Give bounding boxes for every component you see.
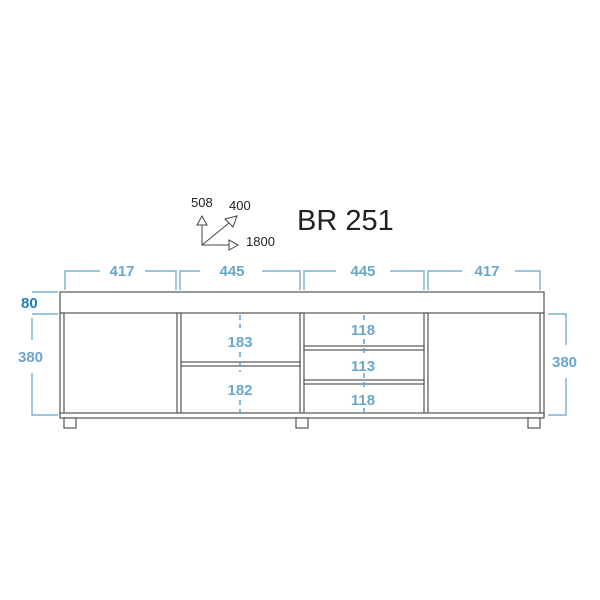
right-side-panel — [539, 312, 545, 418]
dim-right-upper: 118 — [351, 322, 375, 339]
slab-dimension-line — [32, 291, 58, 315]
divider-3 — [423, 312, 429, 414]
dim-top-3: 445 — [350, 263, 375, 280]
divider-2 — [299, 312, 305, 414]
leg-middle — [295, 417, 309, 429]
dim-top-4: 417 — [474, 263, 499, 280]
depth-arrow-icon — [224, 215, 238, 228]
width-arrow-icon — [228, 239, 240, 251]
model-title: BR 251 — [297, 205, 394, 237]
width-label: 1800 — [246, 234, 275, 249]
dim-left-lower: 182 — [227, 382, 252, 399]
leg-left — [63, 417, 77, 429]
bottom-panel — [59, 412, 545, 419]
axes-indicator: 508 400 1800 — [191, 195, 275, 251]
depth-label: 400 — [229, 198, 251, 213]
top-slab — [59, 291, 545, 314]
dim-top-2: 445 — [219, 263, 244, 280]
left-side-panel — [59, 312, 65, 418]
left-height-dimension-line — [31, 318, 58, 416]
depth-axis-line — [201, 222, 230, 246]
dim-left-height: 380 — [18, 349, 43, 366]
dim-right-lower: 118 — [351, 392, 375, 409]
dim-left-upper: 183 — [227, 334, 252, 351]
leg-right — [527, 417, 541, 429]
right-height-dimension-line — [548, 313, 567, 416]
dim-top-1: 417 — [109, 263, 134, 280]
height-label: 508 — [191, 195, 213, 210]
dim-top-slab: 80 — [21, 295, 38, 312]
top-dimensions: 417 445 445 417 — [64, 263, 541, 290]
cabinet — [59, 291, 545, 429]
dim-right-height: 380 — [552, 354, 577, 371]
height-arrow-icon — [196, 214, 208, 226]
divider-1 — [176, 312, 182, 414]
dim-right-middle: 113 — [351, 358, 375, 375]
